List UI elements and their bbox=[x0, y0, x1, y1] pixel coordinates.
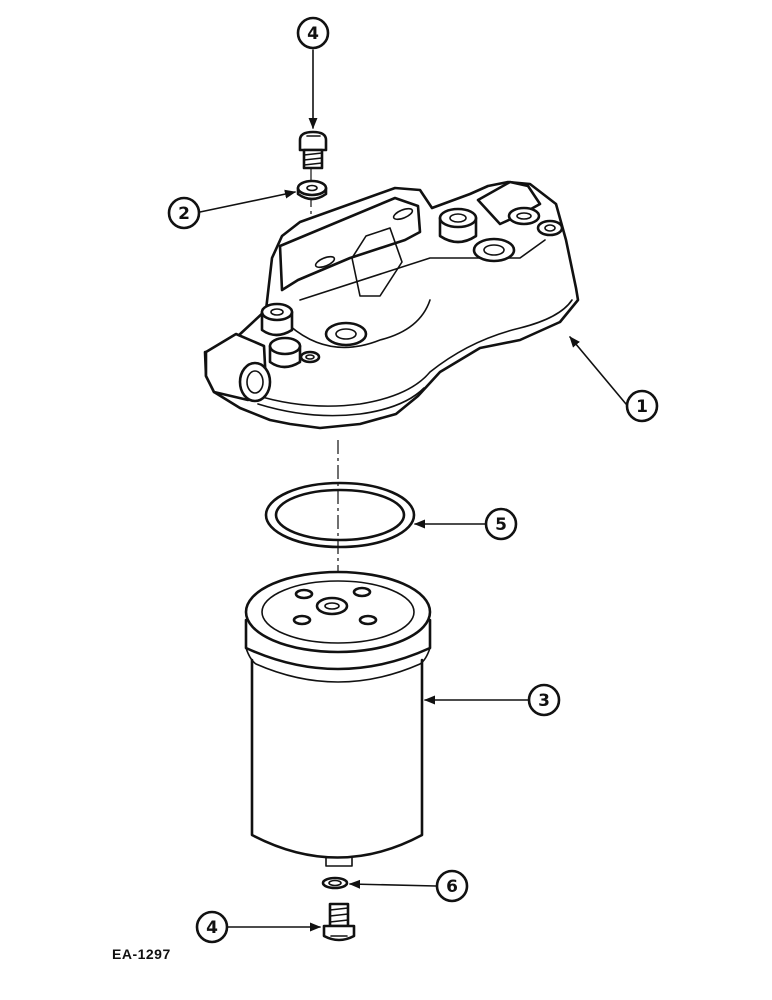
callout-3: 3 bbox=[527, 683, 561, 717]
drain-plug bbox=[322, 902, 356, 942]
callout-2-label: 2 bbox=[178, 204, 190, 224]
leader-lines bbox=[199, 49, 627, 932]
callout-6-label: 6 bbox=[446, 877, 458, 897]
callout-5-label: 5 bbox=[495, 515, 507, 535]
filter-head-housing bbox=[203, 180, 580, 430]
housing-boss-1 bbox=[260, 302, 294, 337]
callout-2: 2 bbox=[167, 196, 201, 230]
housing-boss-5 bbox=[438, 207, 478, 244]
housing-boss-4 bbox=[324, 321, 368, 347]
callout-4-bottom: 4 bbox=[195, 910, 229, 944]
drain-washer bbox=[321, 876, 349, 890]
callout-5: 5 bbox=[484, 507, 518, 541]
sealing-ring bbox=[264, 481, 416, 549]
callout-4-bottom-label: 4 bbox=[206, 918, 218, 938]
leader-c1 bbox=[569, 336, 627, 405]
washer-top bbox=[296, 179, 328, 201]
housing-boss-8 bbox=[536, 219, 564, 237]
callout-3-label: 3 bbox=[538, 691, 550, 711]
figure-reference-code: EA-1297 bbox=[112, 946, 171, 962]
housing-boss-7 bbox=[472, 237, 516, 263]
filter-cartridge bbox=[244, 570, 432, 867]
callout-6: 6 bbox=[435, 869, 469, 903]
housing-boss-6 bbox=[507, 206, 541, 226]
leader-c6 bbox=[348, 879, 437, 889]
callout-1-label: 1 bbox=[636, 397, 648, 417]
housing-boss-2 bbox=[268, 336, 302, 369]
callout-4-top-label: 4 bbox=[307, 24, 319, 44]
callout-4-top: 4 bbox=[296, 16, 330, 50]
screw-top bbox=[298, 130, 328, 170]
callout-1: 1 bbox=[625, 389, 659, 423]
leader-c2 bbox=[199, 189, 297, 213]
housing-boss-3 bbox=[299, 350, 321, 364]
